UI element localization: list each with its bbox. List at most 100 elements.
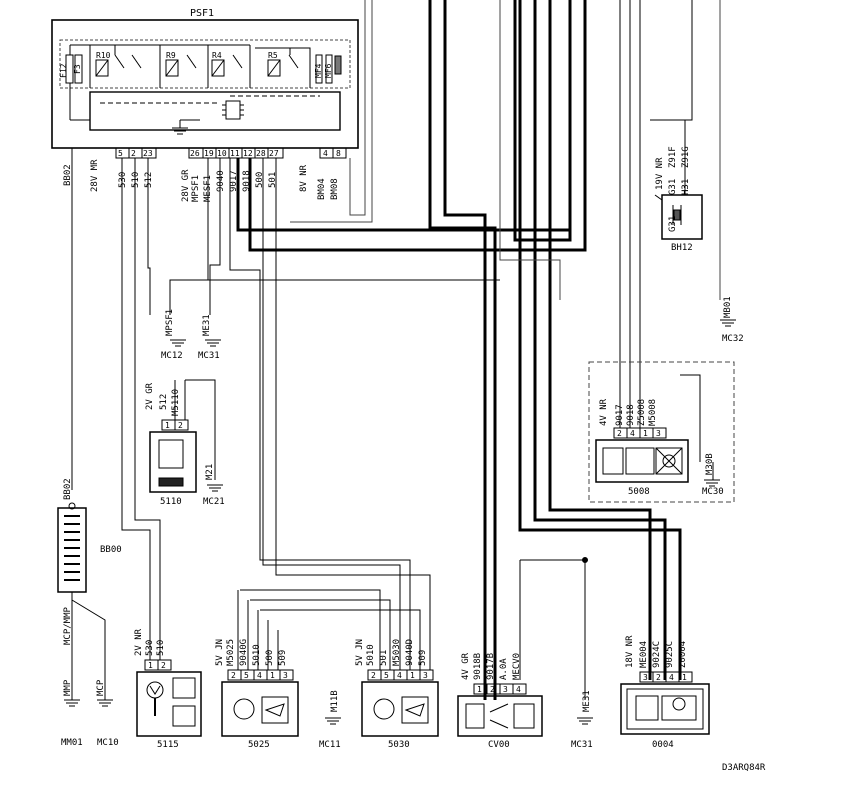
ground-m21: M21 — [205, 464, 215, 480]
module-5030-box — [361, 681, 439, 737]
m5025-cap: 5V JN — [215, 639, 225, 666]
r10-label: R10 — [96, 51, 111, 60]
module-0004-box — [620, 683, 710, 735]
wire-500: 500 — [255, 172, 265, 188]
module-cv00-title: CV00 — [488, 740, 510, 750]
m5025-wire: 5010 — [252, 644, 262, 666]
psf1-title: PSF1 — [190, 8, 214, 19]
wire-bm04: BM04 — [317, 178, 327, 200]
cv00-pin: 4 — [516, 685, 521, 694]
m5025-pin: 3 — [283, 671, 288, 680]
pin-label: 27 — [269, 149, 279, 158]
ground-mc21: MC21 — [203, 497, 225, 507]
m5030-pin: 4 — [397, 671, 402, 680]
m5110-pin2: 2 — [178, 421, 183, 430]
pin-label: 2 — [131, 149, 136, 158]
m5115-cap: 2V NR — [134, 628, 144, 656]
m5025-pin: 1 — [270, 671, 275, 680]
module-5025-title: 5025 — [248, 740, 270, 750]
cv00-wire: MECV0 — [512, 653, 522, 680]
ground-mpsf1: MPSF1 — [165, 309, 175, 336]
ground-m11b: M11B — [330, 690, 340, 712]
wire-mpsf1: MPSF1 — [191, 175, 201, 202]
m5025-pin: 5 — [244, 671, 249, 680]
ground-mc10: MC10 — [97, 738, 119, 748]
m5030-wire: 501 — [379, 650, 389, 666]
m5008-pin1: 2 — [617, 429, 622, 438]
mf6-label: MF6 — [324, 63, 333, 78]
r4-label: R4 — [212, 51, 222, 60]
cv00-pin: 1 — [477, 685, 482, 694]
pin-label: 11 — [230, 149, 240, 158]
bh12-pin2: H31 — [681, 179, 691, 195]
psf1-28v-mr: 28V MR — [90, 159, 100, 192]
ground-mc11: MC11 — [319, 740, 341, 750]
f12-label: F12 — [59, 63, 68, 78]
m0004-cap: 18V NR — [625, 635, 635, 668]
bh12-inner: G31 — [668, 216, 678, 232]
pin-label: 4 — [323, 149, 328, 158]
module-cv00-box — [457, 695, 543, 737]
m5025-wire: 500 — [265, 650, 275, 666]
m5030-wire: M5030 — [392, 639, 402, 666]
ground-mc31-b: MC31 — [571, 740, 593, 750]
module-5110-box — [149, 431, 197, 493]
m5025-wire: 9040G — [239, 639, 249, 666]
bh12-wire2: Z91G — [681, 146, 691, 168]
bh12-wire1: Z91F — [668, 146, 678, 168]
m0004-pin: 2 — [656, 673, 661, 682]
m5008-cap: 4V NR — [599, 398, 609, 426]
pin-label: 28 — [256, 149, 266, 158]
cv00-pin: 3 — [503, 685, 508, 694]
mf4-label: MF4 — [314, 63, 323, 78]
bh12-pin1: G31 — [668, 179, 678, 195]
f3-label: F3 — [73, 64, 82, 74]
module-bb00-title: BB00 — [100, 545, 122, 555]
module-5115-box — [136, 671, 202, 737]
wire-9040: 9040 — [216, 170, 226, 192]
ground-mc32: MC32 — [722, 334, 744, 344]
cv00-wire: 9018B — [473, 653, 483, 680]
m5115-pin1: 1 — [148, 661, 153, 670]
m5030-wire: 5010 — [366, 644, 376, 666]
m5115-wire1: 530 — [145, 640, 155, 656]
m5110-wire1: 512 — [159, 394, 169, 410]
ground-mcp: MCP — [96, 679, 106, 696]
m5110-pin1: 1 — [165, 421, 170, 430]
wire-bm08: BM08 — [330, 178, 340, 200]
m5030-pin: 5 — [384, 671, 389, 680]
m5025-wire: 509 — [278, 650, 288, 666]
wire-512: 512 — [144, 172, 154, 188]
m5030-cap: 5V JN — [355, 639, 365, 666]
pin-label: 23 — [143, 149, 153, 158]
psf1-8v-nr: 8V NR — [299, 164, 309, 192]
m5025-wire: M5025 — [226, 639, 236, 666]
wire-9018: 9018 — [242, 170, 252, 192]
m5030-wire: 9040D — [405, 639, 415, 666]
ground-mc31-a: MC31 — [198, 351, 220, 361]
m0004-wire: 9025C — [665, 641, 675, 668]
bh12-title: BH12 — [671, 243, 693, 253]
pin-label: 12 — [243, 149, 253, 158]
bh12-box — [661, 194, 703, 240]
m5008-pin2: 4 — [630, 429, 635, 438]
m0004-pin: 4 — [669, 673, 674, 682]
m5008-pin4: 3 — [656, 429, 661, 438]
pin-label: 10 — [217, 149, 227, 158]
m5110-wire2: M5110 — [171, 389, 181, 416]
ground-mb01: MB01 — [723, 296, 733, 318]
bh12-cap: 19V NR — [655, 157, 665, 190]
m5008-wire1: 9017 — [615, 404, 625, 426]
cv00-wire: A.0A — [499, 658, 509, 680]
m0004-pin: 1 — [682, 673, 687, 682]
ground-mm01: MM01 — [61, 738, 83, 748]
pin-label: 26 — [190, 149, 200, 158]
psf1-28v-gr: 28V GR — [181, 169, 191, 202]
module-5008-box — [595, 439, 689, 483]
m5030-pin: 3 — [423, 671, 428, 680]
module-5025-box — [221, 681, 299, 737]
r9-label: R9 — [166, 51, 176, 60]
pin-label: 19 — [204, 149, 214, 158]
wire-530: 530 — [118, 172, 128, 188]
